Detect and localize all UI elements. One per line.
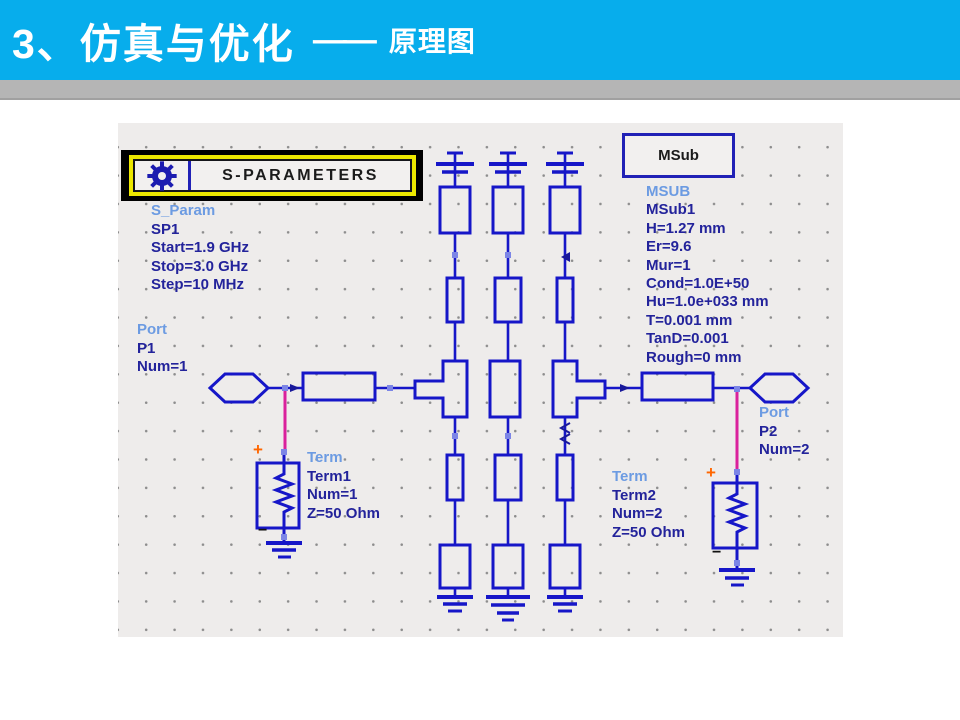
msub-param-line-0: MSUB: [646, 183, 691, 200]
term1-line-3: Z=50 Ohm: [307, 504, 380, 522]
divider-bar: [0, 80, 960, 100]
term2-minus-sign: −: [712, 544, 722, 561]
sp-param-line-0: S_Param: [151, 202, 216, 219]
sp-controller-icon-cell: [135, 160, 191, 191]
port1-symbol: [207, 372, 271, 404]
ground-term2: [719, 568, 755, 587]
ground-bottom-2: [486, 595, 530, 622]
term-wires: [283, 388, 739, 475]
msub-param-line-7: T=0.001 mm: [646, 311, 733, 329]
flow-arrows: [290, 252, 630, 392]
term2-line-1: Term2: [612, 486, 656, 504]
slide-subtitle: 原理图: [388, 26, 476, 57]
main-line-components: [207, 359, 811, 419]
sp-controller-inner: S-PARAMETERS: [133, 159, 412, 192]
gear-icon: [146, 160, 177, 191]
port2-line-2: Num=2: [759, 441, 810, 458]
sp-param-line-1: SP1: [151, 220, 180, 238]
stub-branch-3: [548, 185, 582, 590]
term1-line-1: Term1: [307, 467, 351, 485]
port1-line-1: P1: [137, 339, 156, 357]
msub-param-line-9: Rough=0 mm: [646, 348, 742, 366]
term1-minus-sign: −: [258, 522, 268, 539]
msub-param-line-8: TanD=0.001: [646, 330, 729, 348]
pin-marks: [281, 252, 740, 566]
term1-line-2: Num=1: [307, 486, 358, 503]
term2-line-2: Num=2: [612, 505, 663, 522]
msub-box: MSub: [622, 133, 735, 178]
msub-param-line-2: H=1.27 mm: [646, 219, 726, 237]
sp-param-line-3: Stop=3.0 GHz: [151, 257, 249, 275]
ground-term1: [266, 541, 302, 559]
msub-param-line-4: Mur=1: [646, 256, 691, 274]
port2-line-0: Port: [759, 404, 789, 421]
term2-line-0: Term: [612, 468, 648, 485]
msub-param-line-6: Hu=1.0e+033 mm: [646, 293, 769, 311]
stub-branch-2: [491, 185, 525, 590]
mtee-left: [413, 359, 469, 419]
sp-param-line-4: Step=10 MHz: [151, 276, 244, 293]
sp-controller-box: S-PARAMETERS: [128, 154, 417, 197]
title-dash: ——: [312, 20, 377, 59]
term2-plus-sign: +: [706, 463, 716, 482]
ground-bottom-1: [437, 595, 473, 613]
port2-line-1: P2: [759, 422, 778, 440]
term1-line-0: Term: [307, 449, 343, 466]
sp-param-line-2: Start=1.9 GHz: [151, 239, 249, 256]
title-banner: 3、仿真与优化 —— 原理图: [0, 0, 960, 80]
term1-plus-sign: +: [253, 440, 263, 459]
ground-top-2: [489, 151, 527, 174]
term2-resistor: [724, 475, 750, 570]
ground-top-3: [546, 151, 584, 174]
mlin-right: [640, 371, 715, 402]
ground-top-1: [436, 151, 474, 174]
port1-line-2: Num=1: [137, 358, 188, 375]
port2-symbol: [747, 372, 811, 404]
stub-branch-1: [438, 185, 472, 590]
msub-param-line-1: MSub1: [646, 201, 696, 219]
mlin-left: [301, 371, 377, 402]
ground-bottom-3: [547, 595, 583, 613]
sp-controller-label: S-PARAMETERS: [222, 166, 379, 184]
slide-title: 3、仿真与优化: [12, 21, 295, 67]
msub-box-label: MSub: [658, 147, 699, 164]
mlin-center: [488, 359, 522, 419]
msub-param-line-3: Er=9.6: [646, 238, 692, 256]
msub-param-line-5: Cond=1.0E+50: [646, 275, 750, 293]
circuit-schematic: [207, 151, 811, 622]
chevron-arrows: [558, 422, 571, 445]
mtee-right: [551, 359, 607, 419]
term2-component: [711, 475, 759, 570]
term2-line-3: Z=50 Ohm: [612, 523, 685, 541]
ground-symbols: [266, 151, 755, 622]
port1-line-0: Port: [137, 321, 167, 338]
